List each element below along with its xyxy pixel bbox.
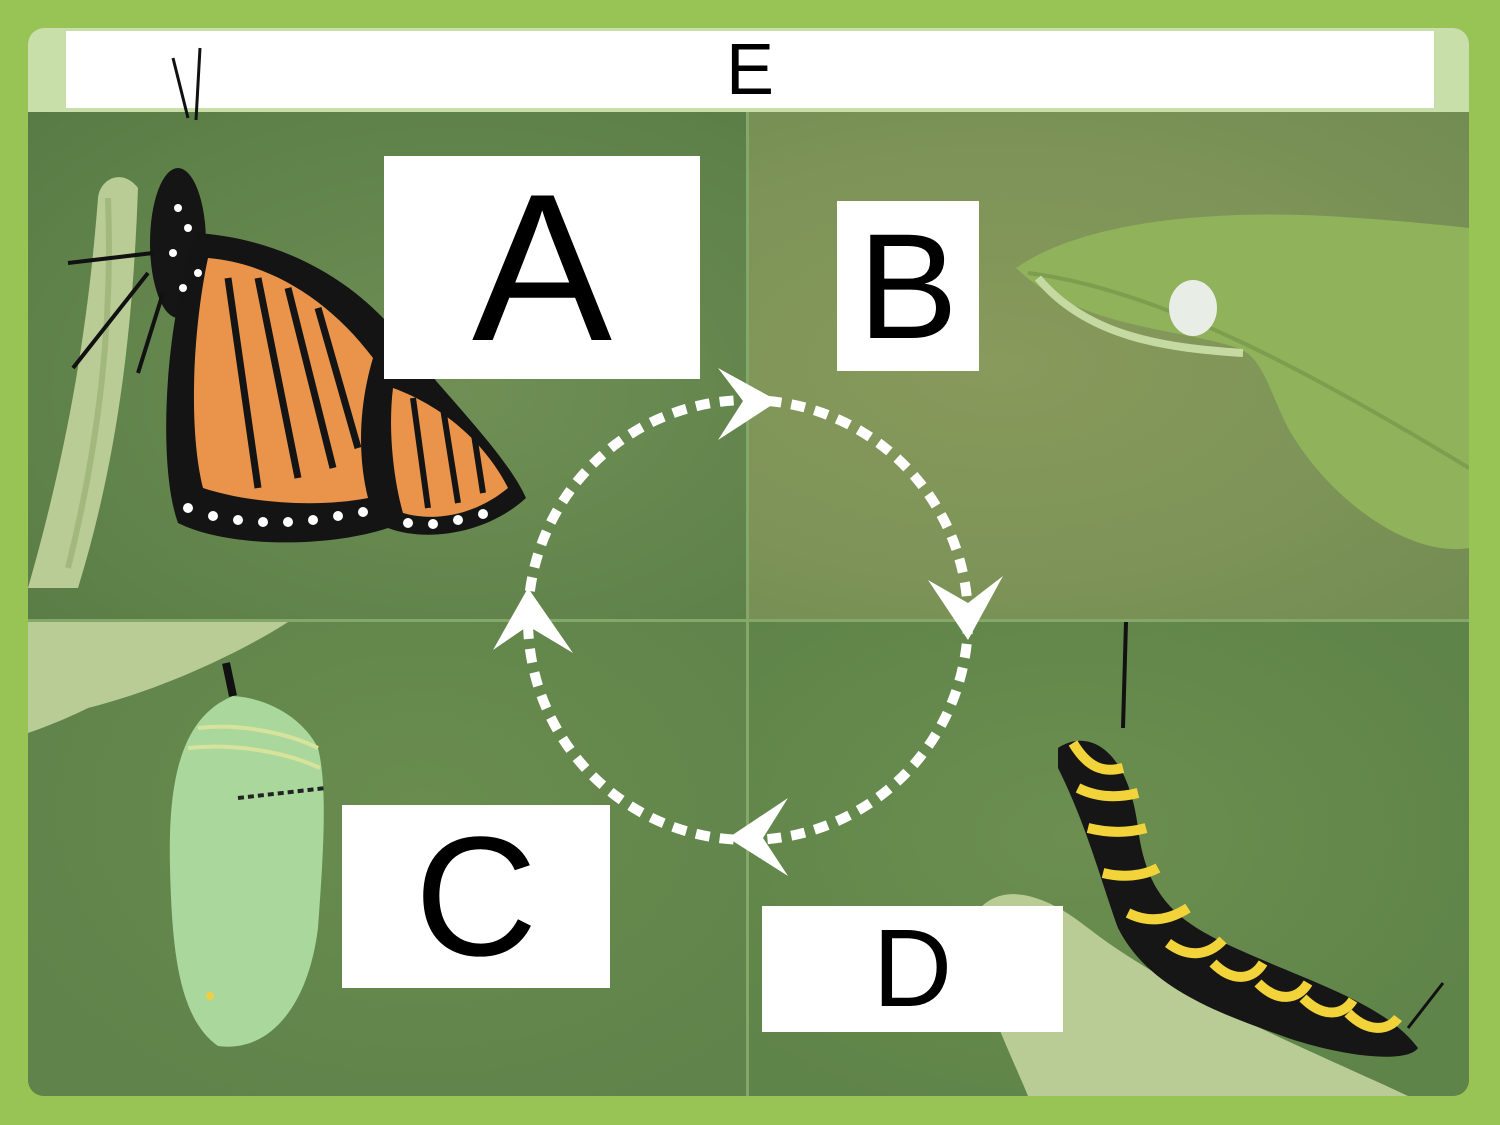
label-a: A <box>384 156 700 379</box>
arrow-b-to-d-icon <box>928 576 1003 640</box>
label-d: D <box>762 906 1063 1032</box>
vertical-divider <box>746 112 749 1096</box>
milkweed-stem-top-left <box>28 177 138 588</box>
arrow-c-to-a-icon <box>493 588 573 653</box>
milkweed-leaf-with-egg-image <box>1016 214 1469 550</box>
chrysalis-image <box>28 622 327 1047</box>
title-bar: E <box>28 28 1469 112</box>
life-cycle-artwork <box>28 47 1469 1096</box>
caterpillar-image <box>968 621 1445 1096</box>
arrow-a-to-b-icon <box>718 368 778 440</box>
title-label: E <box>66 31 1434 108</box>
horizontal-divider <box>28 619 1469 622</box>
monarch-butterfly-image <box>67 47 526 543</box>
life-cycle-circle <box>523 395 973 845</box>
label-b: B <box>837 201 979 371</box>
arrow-d-to-c-icon <box>728 798 788 876</box>
diagram-panel: E <box>28 28 1469 1096</box>
egg-icon <box>1169 280 1217 336</box>
label-c: C <box>342 805 610 988</box>
